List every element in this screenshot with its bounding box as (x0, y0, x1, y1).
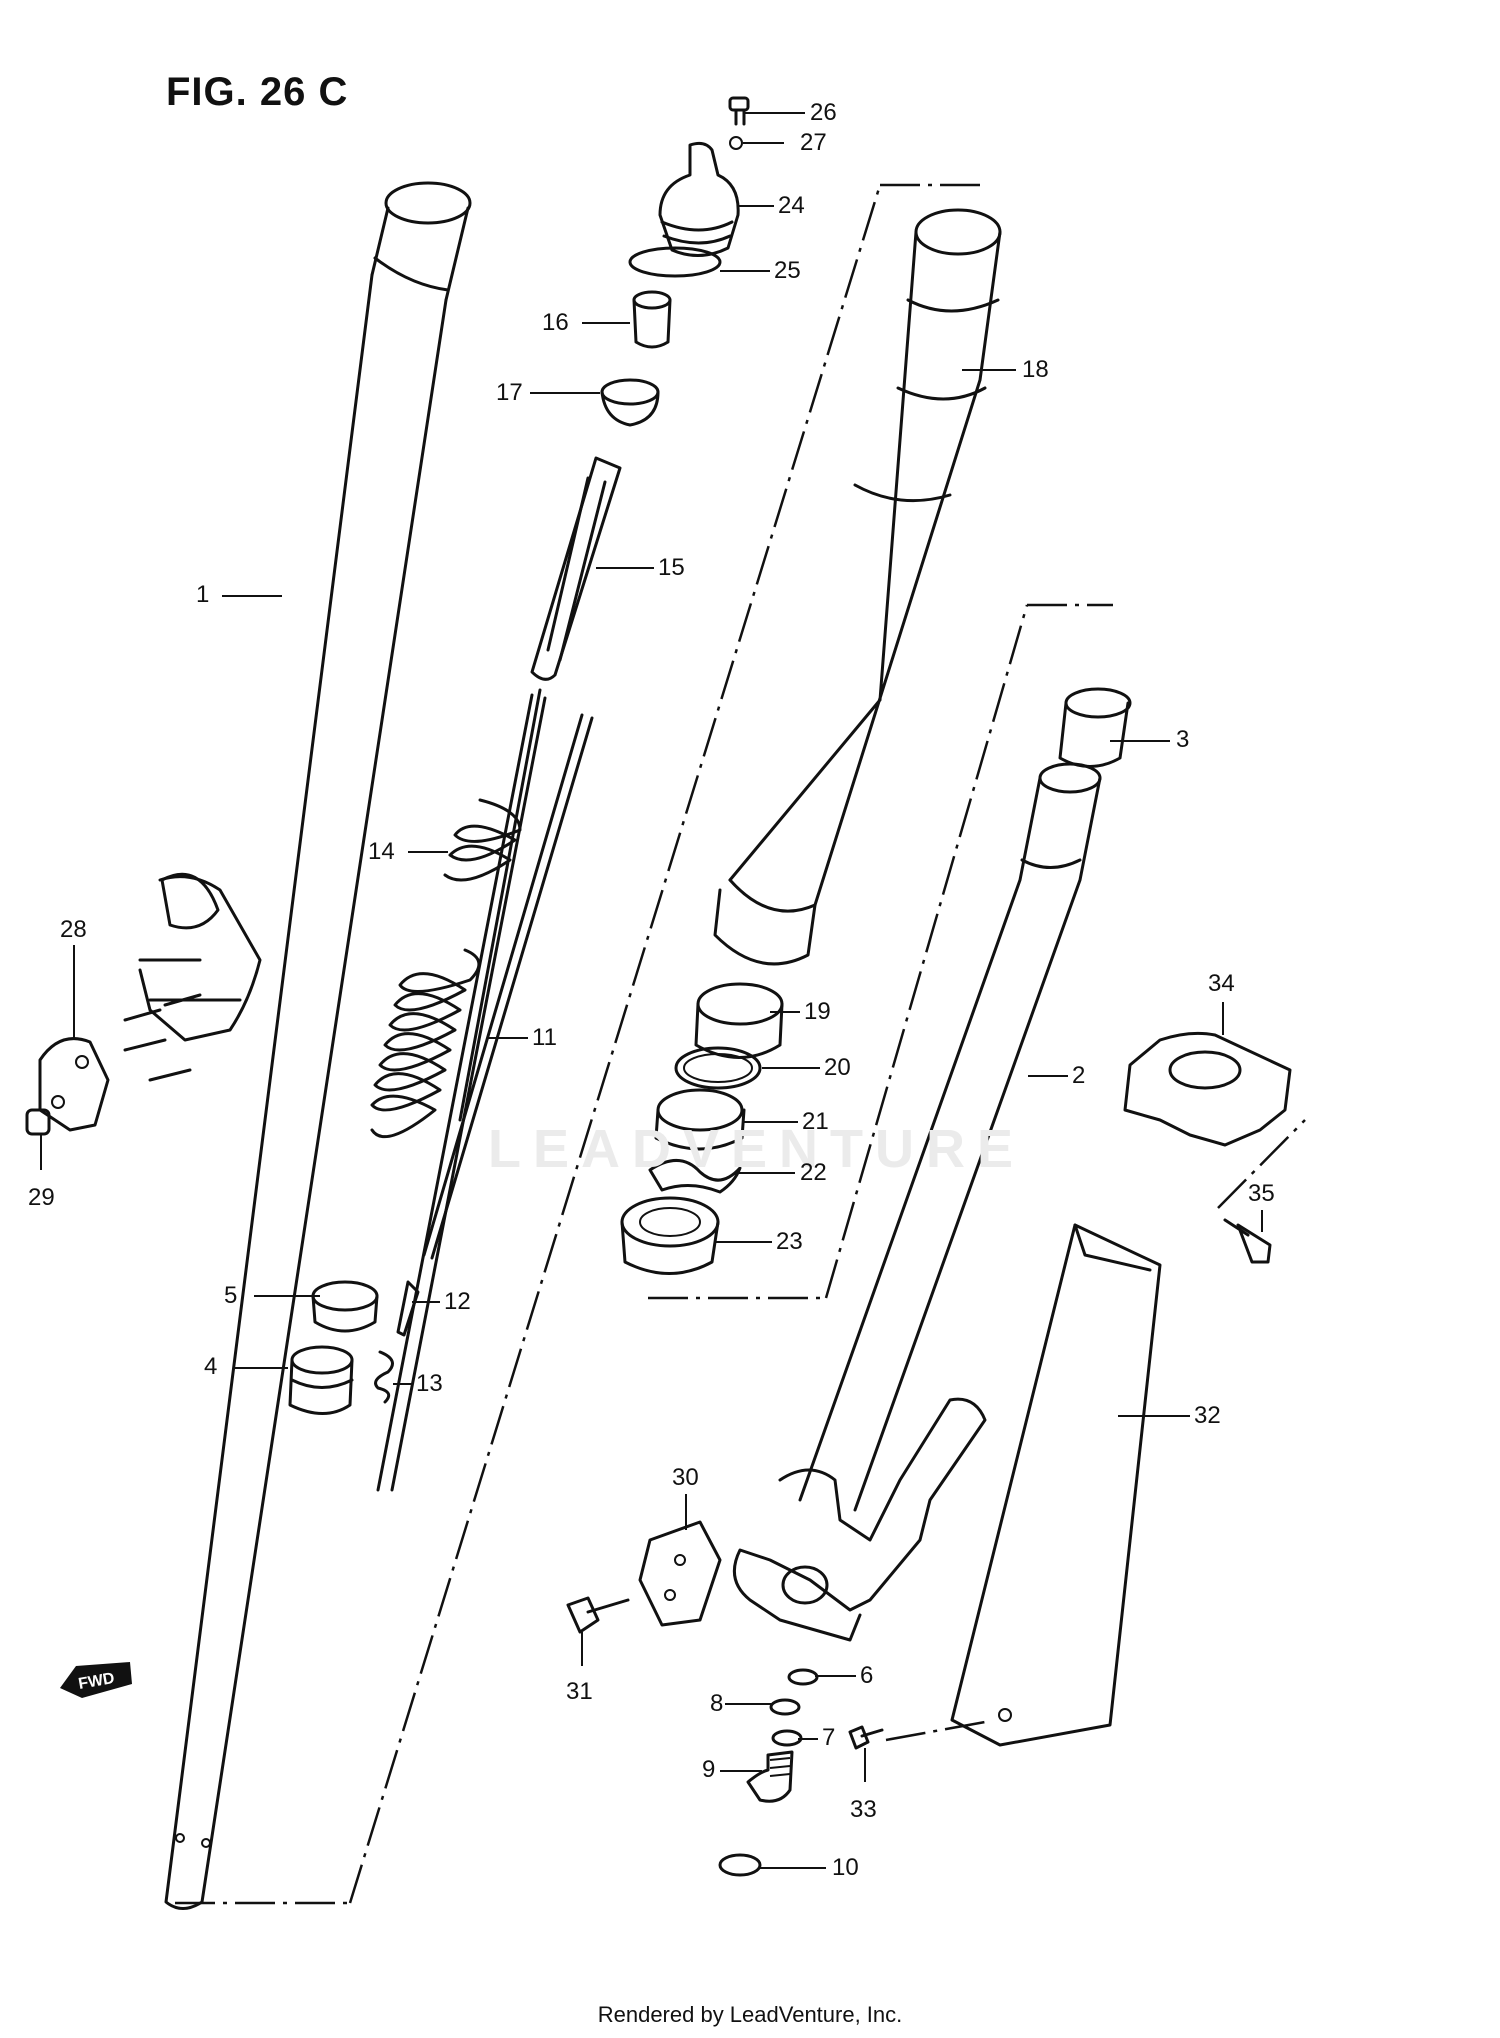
part-10-gasket (718, 1853, 762, 1877)
part-15-cover (530, 456, 622, 681)
callout-1: 1 (196, 581, 210, 608)
part-11-rod (422, 713, 594, 1260)
callout-33: 33 (850, 1796, 877, 1823)
callout-21: 21 (802, 1108, 829, 1135)
part-2-tube (798, 762, 1102, 1512)
callout-17: 17 (496, 379, 523, 406)
part-12-valve (396, 1280, 420, 1337)
part-24-cap (658, 141, 740, 257)
part-5-ring (311, 1280, 379, 1333)
part-27-washer (729, 136, 743, 150)
callout-3: 3 (1176, 726, 1190, 753)
part-7-washer (771, 1729, 803, 1747)
part-26-bolt (728, 96, 750, 126)
part-22-clip (648, 1159, 742, 1194)
part-31-bolt (566, 1596, 630, 1634)
part-20-washer (674, 1046, 762, 1090)
part-21-seal (654, 1088, 746, 1151)
callout-5: 5 (224, 1282, 238, 1309)
callout-10: 10 (832, 1854, 859, 1881)
part-35-bolt (1223, 1218, 1272, 1264)
callout-20: 20 (824, 1054, 851, 1081)
callout-16: 16 (542, 309, 569, 336)
callout-29: 29 (28, 1184, 55, 1211)
footer-credit: Rendered by LeadVenture, Inc. (597, 2002, 903, 2027)
leader-lines (40, 112, 1263, 1869)
part-28-holder (38, 993, 202, 1132)
callout-18: 18 (1022, 356, 1049, 383)
part-25-oring (628, 246, 722, 278)
callout-15: 15 (658, 554, 685, 581)
callout-14: 14 (368, 838, 395, 865)
callout-4: 4 (204, 1353, 218, 1380)
part-3-bushing (1058, 687, 1132, 768)
axle-bracket (732, 1397, 987, 1642)
part-8-washer (769, 1698, 801, 1716)
callout-11: 11 (532, 1024, 557, 1051)
part-30-holder (638, 1520, 722, 1627)
callout-7: 7 (822, 1724, 836, 1751)
callout-26: 26 (810, 99, 837, 126)
callout-22: 22 (800, 1159, 827, 1186)
callout-8: 8 (710, 1690, 724, 1717)
callout-27: 27 (800, 129, 827, 156)
part-9-bolt (746, 1750, 794, 1803)
callout-25: 25 (774, 257, 801, 284)
part-18-inner-tube (713, 208, 1002, 966)
callout-31: 31 (566, 1678, 593, 1705)
callout-35: 35 (1248, 1180, 1275, 1207)
watermark-text: LEADVENTURE (488, 1119, 1026, 1179)
callout-24: 24 (778, 192, 805, 219)
callout-30: 30 (672, 1464, 699, 1491)
fwd-label: FWD (77, 1670, 116, 1693)
callout-2: 2 (1072, 1062, 1086, 1089)
part-33-bolt (848, 1725, 884, 1750)
part-17-seat (600, 378, 660, 427)
fwd-arrow-icon: FWD (60, 1662, 132, 1698)
figure-title: FIG. 26 C (166, 70, 349, 114)
part-13-spring (374, 1350, 394, 1404)
callout-34: 34 (1208, 970, 1235, 997)
callout-23: 23 (776, 1228, 803, 1255)
callout-6: 6 (860, 1662, 874, 1689)
callout-19: 19 (804, 998, 831, 1025)
part-19-bushing (694, 982, 784, 1059)
part-6-washer (787, 1668, 819, 1686)
callout-32: 32 (1194, 1402, 1221, 1429)
callout-13: 13 (416, 1370, 443, 1397)
part-16-bush (632, 290, 672, 349)
part-4-seal (288, 1345, 354, 1415)
part-32-guard (950, 1223, 1162, 1747)
part-34-clamp (1123, 1031, 1292, 1147)
part-29-nut (25, 1108, 51, 1136)
part-14-spring (370, 688, 547, 1492)
part-23-dust-seal (620, 1196, 720, 1275)
callout-9: 9 (702, 1756, 716, 1783)
callout-12: 12 (444, 1288, 471, 1315)
callout-28: 28 (60, 916, 87, 943)
